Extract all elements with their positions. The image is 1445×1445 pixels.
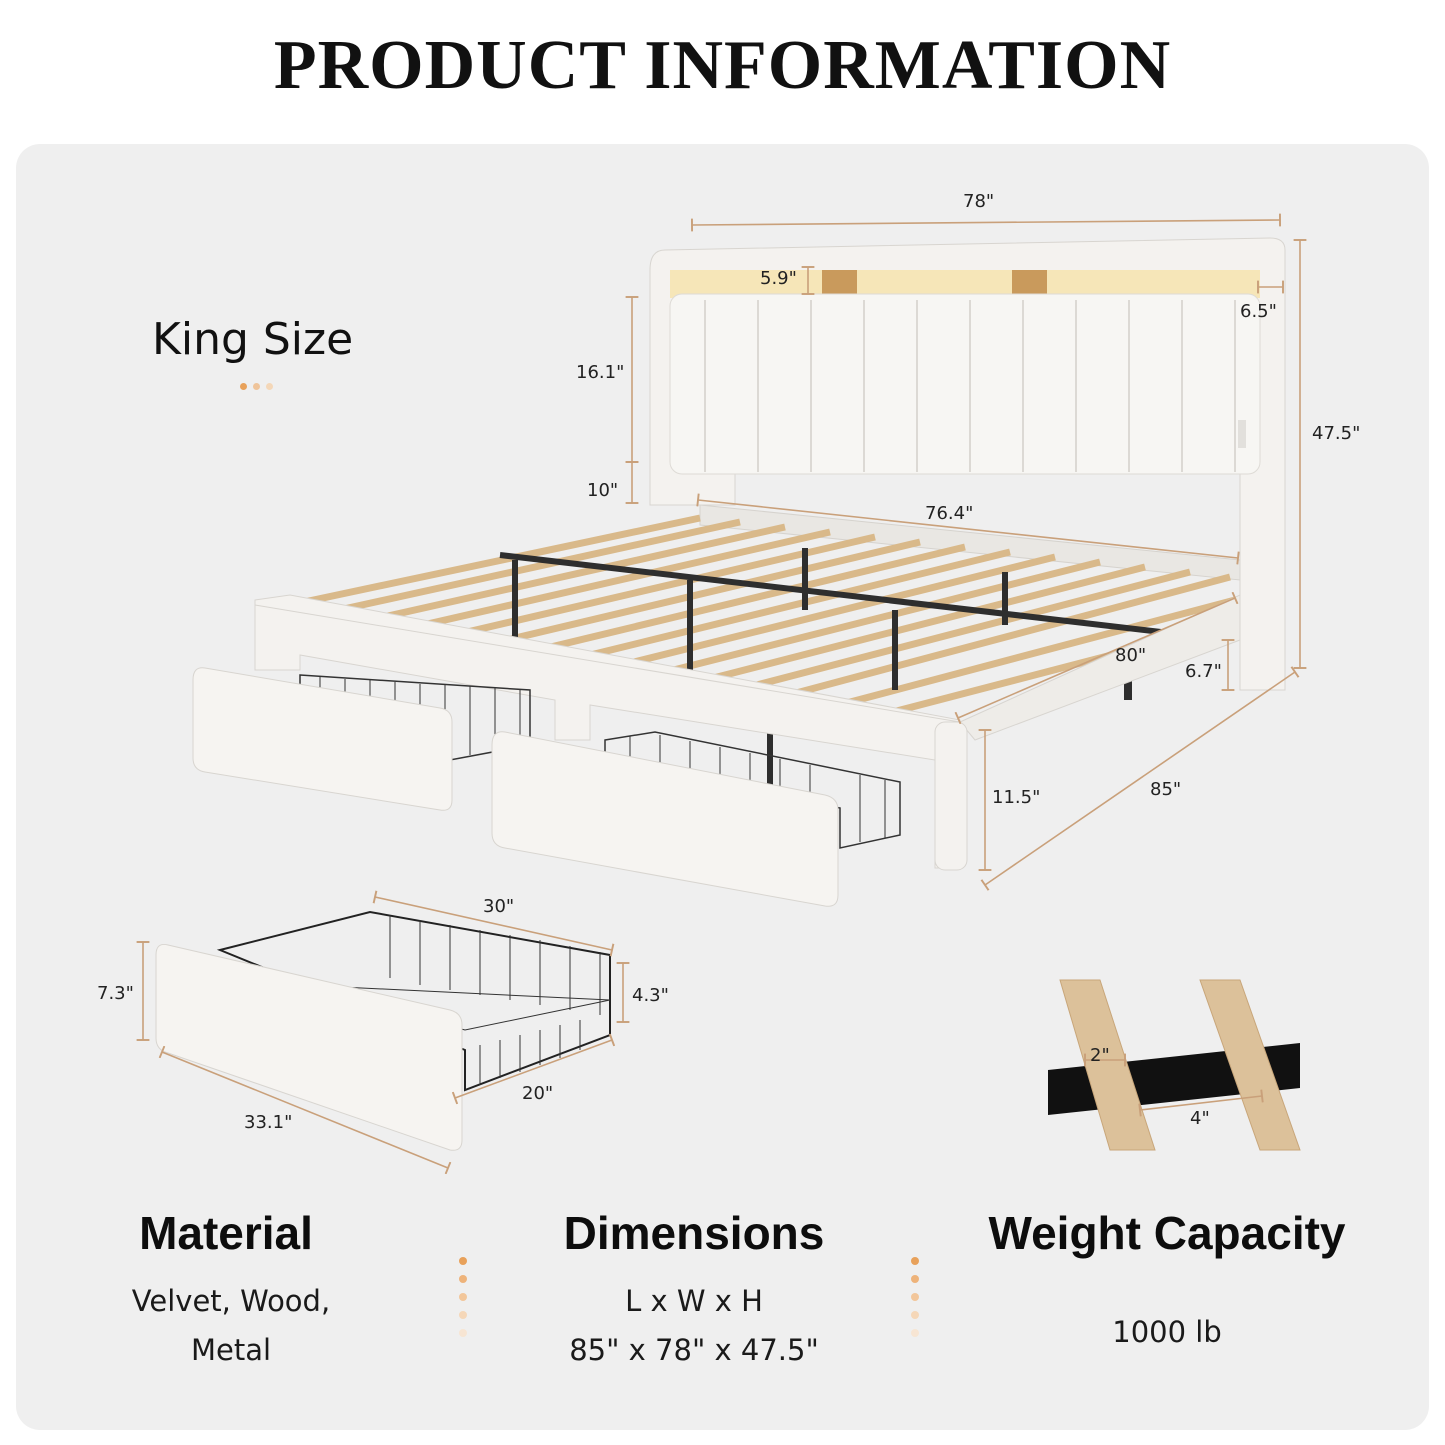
drawer-detail bbox=[155, 910, 611, 1151]
headboard-panel bbox=[669, 293, 1261, 475]
material-value: Velvet, Wood,Metal bbox=[131, 1284, 331, 1367]
dimensions-title: Dimensions bbox=[563, 1207, 825, 1259]
dim-basket-width: 20" bbox=[522, 1083, 554, 1104]
divider-dots-left bbox=[459, 1257, 467, 1347]
dim-width-top: 78" bbox=[963, 191, 995, 212]
divider-dots-right bbox=[911, 1257, 919, 1347]
dim-drawer-depth: 30" bbox=[483, 896, 515, 917]
headboard-shelf-light bbox=[670, 270, 1260, 298]
dim-inner-length: 80" bbox=[1115, 645, 1147, 666]
size-label-dots bbox=[240, 375, 279, 394]
dim-headboard-upper: 16.1" bbox=[576, 362, 625, 383]
dim-leg-clearance: 6.7" bbox=[1185, 661, 1222, 682]
dim-drawer-front-height: 7.3" bbox=[97, 983, 134, 1004]
weight-capacity-title: Weight Capacity bbox=[988, 1207, 1346, 1259]
dimension-lines bbox=[136, 213, 1307, 1175]
size-label: King Size bbox=[152, 314, 354, 365]
dim-shelf-height: 5.9" bbox=[760, 268, 797, 289]
slat-detail bbox=[1048, 979, 1301, 1151]
dim-frame-height: 11.5" bbox=[992, 787, 1041, 808]
dim-headboard-lower: 10" bbox=[587, 480, 619, 501]
weight-capacity-value: 1000 lb bbox=[1112, 1315, 1222, 1349]
drawer-left bbox=[192, 667, 531, 811]
drawer-right bbox=[491, 731, 901, 907]
dim-total-height: 47.5" bbox=[1312, 423, 1361, 444]
page-title: PRODUCT INFORMATION bbox=[273, 27, 1172, 104]
dim-slat-gap: 4" bbox=[1190, 1108, 1210, 1129]
dim-inner-width: 76.4" bbox=[925, 503, 974, 524]
dim-total-length: 85" bbox=[1150, 779, 1182, 800]
dim-basket-height: 4.3" bbox=[632, 985, 669, 1006]
dim-wing-depth: 6.5" bbox=[1240, 301, 1277, 322]
headboard bbox=[649, 237, 1286, 691]
dim-drawer-front-width: 33.1" bbox=[244, 1112, 293, 1133]
material-title: Material bbox=[139, 1207, 313, 1259]
dim-slat-width: 2" bbox=[1090, 1045, 1110, 1066]
